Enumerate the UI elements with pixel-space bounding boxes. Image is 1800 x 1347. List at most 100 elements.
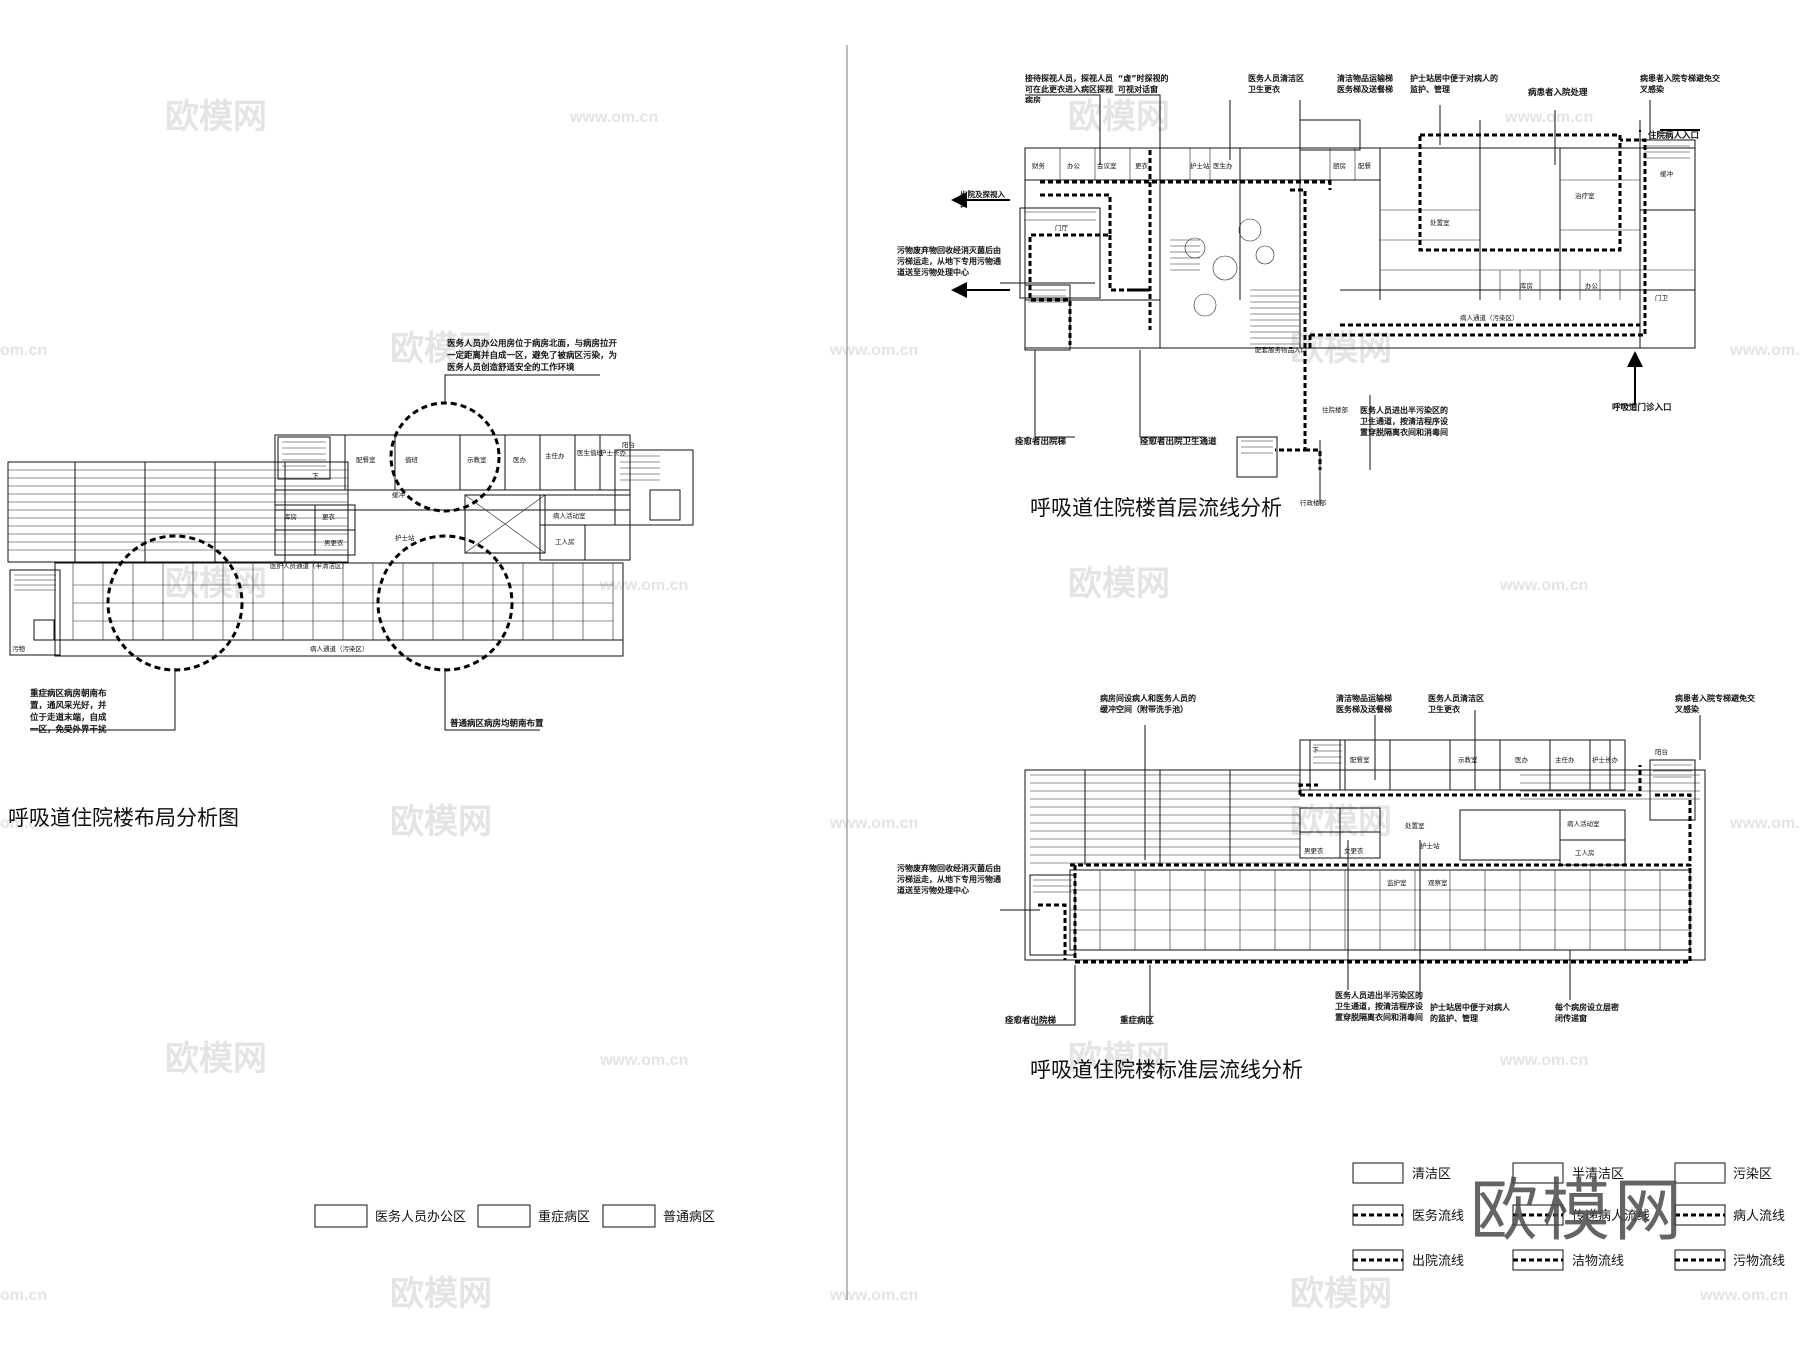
room-label: 治疗室 xyxy=(1575,191,1595,200)
room-label: 观察室 xyxy=(1428,878,1448,887)
room-label: 示教室 xyxy=(467,455,487,464)
ward-units xyxy=(72,563,614,640)
room-label: 缓冲 xyxy=(392,490,406,499)
room-label: 下 xyxy=(312,472,319,480)
sf-note: 医务人员清洁区卫生更衣 xyxy=(1428,694,1484,714)
gf-note: 护士站居中便于对病人的监护、管理 xyxy=(1410,74,1498,94)
legend-box xyxy=(477,1204,531,1228)
room-label: 库房 xyxy=(1520,281,1533,290)
gf-note: 痊愈者出院梯 xyxy=(1014,436,1067,447)
layout-plan: 配餐室 值班 示教室 医办 主任办 医生值班 护士长办 库房 更衣 缓冲 护士站… xyxy=(7,339,715,1228)
patient-flow-line xyxy=(1070,793,1692,867)
gf-note: 行政楼部 xyxy=(1300,498,1327,507)
corridor-label: 医护人员通道（半清洁区） xyxy=(270,561,348,570)
gf-note: 清洁物品运输梯医务梯及送餐梯 xyxy=(1337,74,1393,94)
room-label: 示教室 xyxy=(1458,755,1478,764)
legend-label: 医务流线 xyxy=(1412,1208,1464,1224)
watermark-url: www.om.cn xyxy=(599,577,688,594)
dirt-flow-line xyxy=(1108,235,1150,292)
legend-label: 传递病人流线 xyxy=(1572,1209,1650,1224)
medical-flow-line xyxy=(1130,150,1152,330)
sf-ward-units xyxy=(1070,870,1690,950)
gf-note: “虚”时探视的可视对话窗 xyxy=(1118,74,1169,94)
gf-note: 医务人员进出半污染区的卫生通道，按清洁程序设置穿脱隔离衣间和消毒间 xyxy=(1360,406,1448,437)
watermark-url: om.cn xyxy=(0,1287,47,1304)
room-label: 女更衣 xyxy=(1344,846,1364,855)
room-label: 配餐室 xyxy=(356,455,376,464)
watermark-url: www.om.cn xyxy=(829,815,918,832)
room-label: 主任办 xyxy=(1555,755,1575,764)
sf-note: 每个病房设立层密闭传递窗 xyxy=(1555,1003,1619,1023)
sf-note: 医务人员进出半污染区的卫生通道，按清洁程序设置穿脱隔离衣间和消毒间 xyxy=(1335,991,1423,1022)
room-label: 阳台 xyxy=(1655,747,1668,756)
corner-watermark: 欧模网 xyxy=(1470,1172,1687,1251)
gf-note: 住院楼部 xyxy=(1322,405,1349,414)
room-label: 医办 xyxy=(513,455,527,464)
room-label: 护士站 xyxy=(395,533,415,542)
room-label: 护士站 xyxy=(1420,841,1440,850)
legend-label: 清洁区 xyxy=(1412,1167,1451,1182)
watermark-url: www.om.cn xyxy=(1729,815,1800,832)
room-label: 病人活动室 xyxy=(553,511,586,520)
office-note: 医务人员办公用房位于病房北面，与病房拉开一定距离并自成一区，避免了被病区污染，为… xyxy=(447,339,617,373)
room-label: 配餐室 xyxy=(1350,755,1370,764)
patient-flow-line xyxy=(1418,133,1622,252)
sf-note: 清洁物品运输梯医务梯及送餐梯 xyxy=(1336,694,1392,714)
room-label: 厨房 xyxy=(1333,161,1346,170)
room-label: 办公 xyxy=(1067,161,1081,170)
room-label: 医办 xyxy=(1515,755,1529,764)
sf-note: 污物废弃物回收经消灭菌后由污梯运走，从地下专用污物通道送至污物处理中心 xyxy=(897,864,1001,895)
watermark-url: www.om.cn xyxy=(829,342,918,359)
watermark-brand: 欧模网 xyxy=(390,802,492,842)
hatch-area xyxy=(8,462,348,562)
room-label: 库房 xyxy=(284,512,297,521)
room-label: 监护室 xyxy=(1387,878,1407,887)
room-label: 更衣 xyxy=(322,512,336,521)
room-label: 门卫 xyxy=(1655,293,1669,302)
watermark-brand: 欧模网 xyxy=(1068,97,1170,137)
room-label: 配餐 xyxy=(1358,161,1372,170)
room-label: 主任办 xyxy=(545,451,565,460)
room-label: 护士长办 xyxy=(600,448,627,457)
legend-label: 洁物流线 xyxy=(1572,1254,1624,1269)
legend-label: 病人流线 xyxy=(1733,1209,1785,1224)
patient-flow-line xyxy=(1075,865,1692,964)
watermark-url: www.om.cn xyxy=(1499,1052,1588,1069)
legend-box xyxy=(1512,1162,1564,1184)
gf-note: 呼吸道门诊入口 xyxy=(1612,402,1672,413)
corridor-label: 病人通道（污染区） xyxy=(310,644,369,653)
room-label: 缓冲 xyxy=(1660,169,1674,178)
room-label: 财务 xyxy=(1032,161,1046,170)
flow-legend: 清洁区 半清洁区 污染区 医务流线 传递病人流线 病人流线 出院流线 洁物流线 … xyxy=(1352,1162,1785,1271)
legend-label: 污物流线 xyxy=(1733,1254,1785,1269)
watermark-brand: 欧模网 xyxy=(1068,1039,1170,1079)
gf-note: 医务人员清洁区卫生更衣 xyxy=(1248,74,1304,94)
room-label: 门厅 xyxy=(1055,223,1069,232)
corridor-label: 病人通道（污染区） xyxy=(1460,313,1519,322)
gf-note: 病患者入院专梯避免交叉感染 xyxy=(1640,74,1720,94)
medical-flow-line xyxy=(1298,765,1642,797)
room-label: 更衣 xyxy=(1135,161,1149,170)
zone-legend: 医务人员办公区 重症病区 普通病区 xyxy=(314,1204,715,1228)
watermark-brand: 欧模网 xyxy=(1290,1274,1392,1314)
watermark-url: om.cn xyxy=(0,815,47,832)
watermark-url: www.om.cn xyxy=(829,1287,918,1304)
watermark-url: www.om.cn xyxy=(1499,577,1588,594)
room-label: 男更衣 xyxy=(324,538,344,547)
watermark-url: www.om.cn xyxy=(569,109,658,126)
watermark-brand: 欧模网 xyxy=(165,1039,267,1079)
gf-note: 接待探视人员，探视人员可在此更衣进入病区探视病房 xyxy=(1025,74,1113,103)
legend-label: 出院流线 xyxy=(1412,1254,1464,1269)
room-label: 病人活动室 xyxy=(1567,819,1600,828)
room-label: 工人房 xyxy=(555,537,575,546)
watermarks: 欧模网 www.om.cn 欧模网 www.om.cn om.cn 欧模网 ww… xyxy=(0,97,1800,1314)
legend-label: 医务人员办公区 xyxy=(375,1209,466,1225)
room-label: 值班 xyxy=(405,455,419,464)
room-label: 下 xyxy=(1312,746,1319,754)
sf-note: 痊愈者出院梯 xyxy=(1004,1015,1057,1026)
room-label: 医生值班 xyxy=(577,448,604,457)
room-label: 办公 xyxy=(1585,281,1599,290)
gf-note: 住院病人入口 xyxy=(1648,130,1699,141)
ground-floor-title: 呼吸道住院楼首层流线分析 xyxy=(1030,496,1282,520)
gf-note: 痊愈者出院卫生通道 xyxy=(1139,436,1217,447)
